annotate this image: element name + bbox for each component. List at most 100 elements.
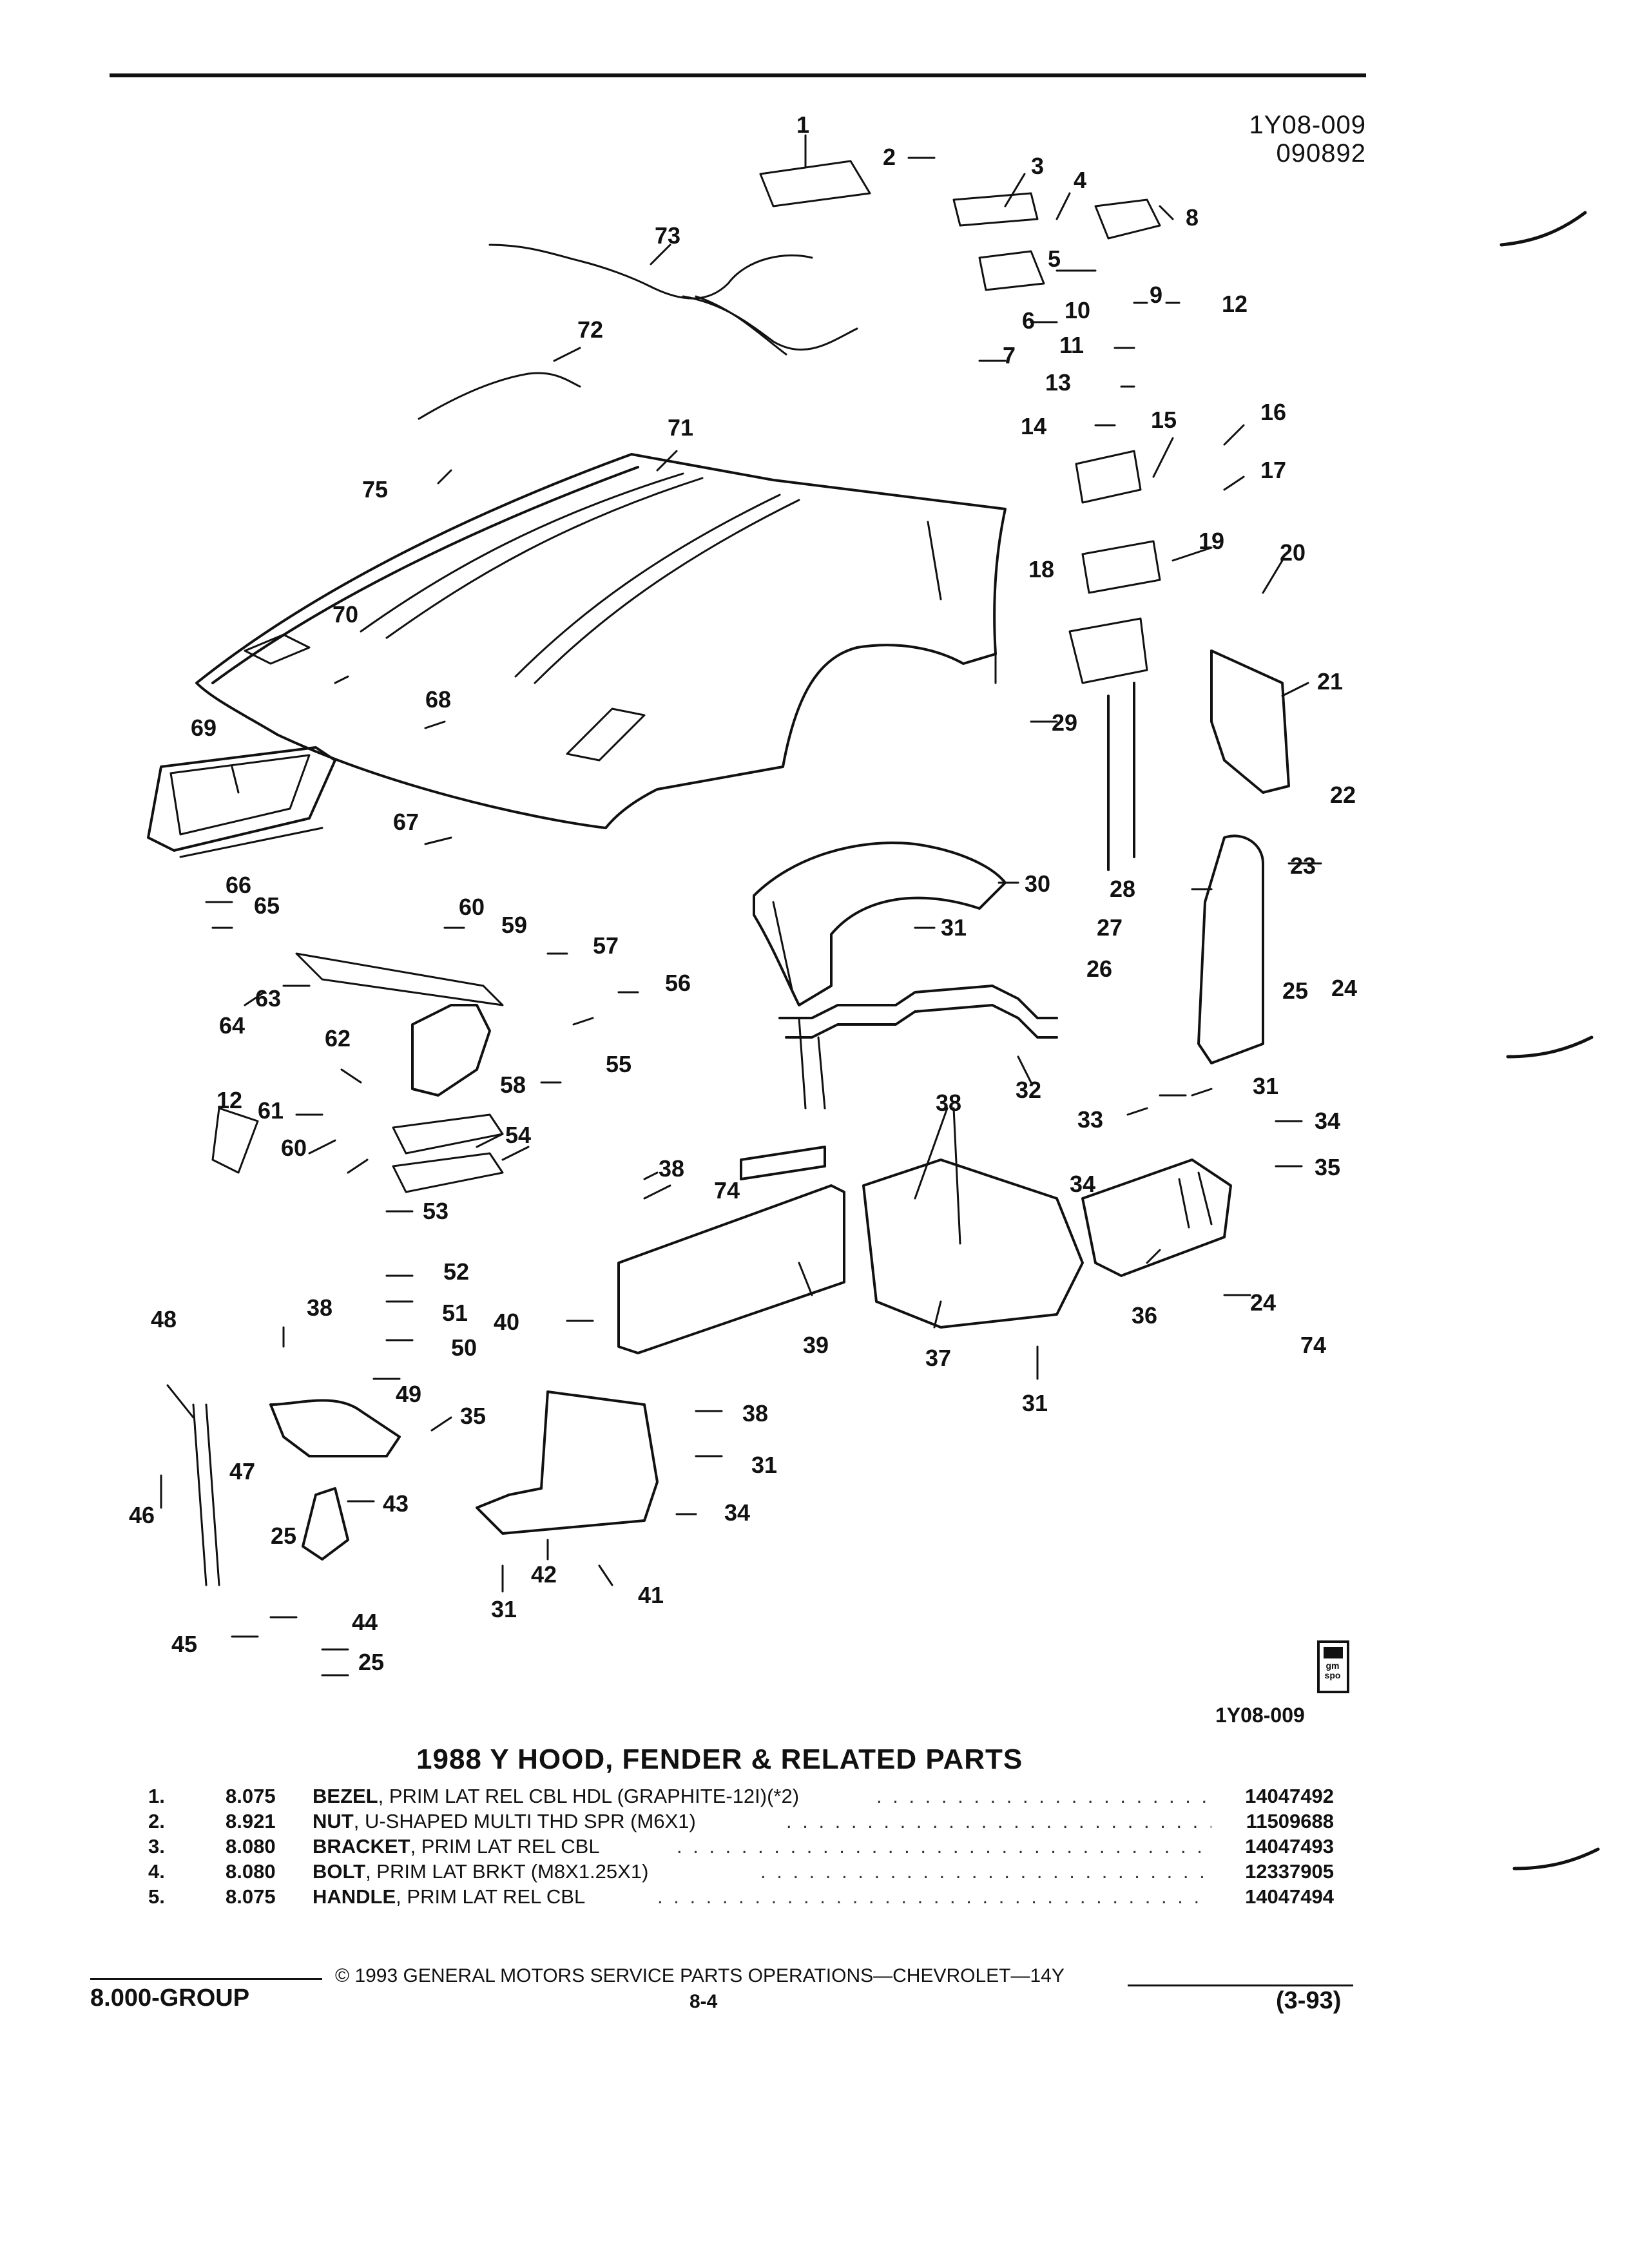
callout-45: 45 xyxy=(171,1631,198,1657)
callout-60: 60 xyxy=(459,894,485,920)
callout-1: 1 xyxy=(796,111,810,138)
part-number: 14047493 xyxy=(1245,1835,1334,1858)
callout-40: 40 xyxy=(494,1309,520,1335)
callout-38-bracket: 38 xyxy=(307,1294,333,1321)
leader-dots: . . . . . . . . . . . . . . . . . . . . … xyxy=(786,1810,1211,1832)
part-description: , PRIM LAT REL CBL xyxy=(396,1885,586,1908)
hood-drawing xyxy=(195,453,1007,829)
callout-2: 2 xyxy=(883,144,896,170)
callout-34: 34 xyxy=(1315,1108,1341,1134)
part-group: 8.075 xyxy=(226,1885,276,1908)
callout-67: 67 xyxy=(393,809,419,835)
callout-48: 48 xyxy=(151,1306,177,1332)
part-number: 14047494 xyxy=(1245,1885,1334,1908)
part-index: 1. xyxy=(148,1785,165,1807)
part-number: 12337905 xyxy=(1245,1860,1334,1883)
top-rule xyxy=(110,73,1366,77)
callout-28: 28 xyxy=(1110,876,1136,902)
parts-row: 4. 8.080 BOLT, PRIM LAT BRKT (M8X1.25X1)… xyxy=(148,1859,1373,1884)
callout-70: 70 xyxy=(333,601,359,628)
part-index: 3. xyxy=(148,1835,165,1858)
gm-spo-logo: gm spo xyxy=(1317,1640,1349,1693)
callout-26: 26 xyxy=(1086,956,1113,982)
callout-75: 75 xyxy=(362,476,389,503)
fender-panels-drawing xyxy=(269,841,1232,1561)
callout-38-shield: 38 xyxy=(742,1400,769,1427)
callout-54: 54 xyxy=(505,1122,532,1148)
callout-69: 69 xyxy=(191,715,217,741)
part-number: 14047492 xyxy=(1245,1785,1334,1807)
part-index: 5. xyxy=(148,1885,165,1908)
part-number: 11509688 xyxy=(1246,1810,1334,1832)
leader-dots: . . . . . . . . . . . . . . . . . . . . … xyxy=(760,1860,1211,1883)
callout-10: 10 xyxy=(1065,297,1091,323)
part-description: , U-SHAPED MULTI THD SPR (M6X1) xyxy=(353,1810,696,1832)
callout-38: 38 xyxy=(936,1090,962,1116)
part-index: 2. xyxy=(148,1810,165,1832)
callout-25-brace: 25 xyxy=(271,1523,297,1549)
parts-list: 1. 8.075 BEZEL, PRIM LAT REL CBL HDL (GR… xyxy=(148,1783,1373,1919)
callout-31-lower: 31 xyxy=(1022,1390,1048,1416)
callout-7: 7 xyxy=(1003,342,1016,369)
windshield-drawing xyxy=(147,746,336,858)
callout-57: 57 xyxy=(593,932,619,959)
callout-12-hinge: 12 xyxy=(217,1087,243,1113)
footer-rule-right xyxy=(1128,1984,1353,1986)
callout-44: 44 xyxy=(352,1609,378,1635)
callout-29: 29 xyxy=(1052,709,1078,736)
callout-18: 18 xyxy=(1028,556,1055,582)
callout-24-apron: 24 xyxy=(1250,1289,1277,1316)
parts-row: 1. 8.075 BEZEL, PRIM LAT REL CBL HDL (GR… xyxy=(148,1783,1373,1809)
revision-label: (3-93) xyxy=(1276,1987,1342,2014)
callout-31-splash: 31 xyxy=(1253,1073,1279,1099)
part-name: BEZEL, PRIM LAT REL CBL HDL (GRAPHITE-12… xyxy=(313,1783,799,1809)
section-title: 1988 Y HOOD, FENDER & RELATED PARTS xyxy=(416,1744,1023,1775)
parts-row: 3. 8.080 BRACKET, PRIM LAT REL CBL . . .… xyxy=(148,1834,1373,1859)
part-group: 8.080 xyxy=(226,1835,276,1858)
callout-73: 73 xyxy=(655,222,681,249)
callout-5: 5 xyxy=(1048,245,1061,272)
callout-43: 43 xyxy=(383,1490,409,1517)
callout-21: 21 xyxy=(1317,668,1344,695)
callout-58: 58 xyxy=(500,1072,526,1098)
callout-25-bottom: 25 xyxy=(358,1649,385,1675)
callout-74: 74 xyxy=(714,1177,740,1204)
callout-59: 59 xyxy=(501,912,528,938)
callout-20: 20 xyxy=(1280,539,1306,566)
callout-19: 19 xyxy=(1199,528,1225,554)
page-number: 8-4 xyxy=(689,1991,718,2012)
leader-dots: . . . . . . . . . . . . . . . . . . . . … xyxy=(876,1785,1211,1807)
callout-17: 17 xyxy=(1260,457,1287,483)
leader-dots: . . . . . . . . . . . . . . . . . . . . … xyxy=(677,1835,1211,1858)
part-name-text: HANDLE xyxy=(313,1885,396,1908)
callout-35-brace: 35 xyxy=(460,1403,487,1429)
part-group: 8.921 xyxy=(226,1810,276,1832)
figure-date: 090892 xyxy=(1276,139,1366,168)
part-description: , PRIM LAT REL CBL xyxy=(410,1835,600,1858)
callout-38-panel: 38 xyxy=(659,1155,685,1182)
figure-header: 1Y08-009 090892 xyxy=(1173,111,1366,168)
callout-25: 25 xyxy=(1282,977,1309,1004)
part-name-text: BEZEL xyxy=(313,1785,378,1807)
part-name: NUT, U-SHAPED MULTI THD SPR (M6X1) xyxy=(313,1809,696,1834)
callout-68: 68 xyxy=(425,686,452,713)
callout-34-rail: 34 xyxy=(1070,1171,1096,1197)
callout-72: 72 xyxy=(577,316,604,343)
callout-37: 37 xyxy=(925,1345,952,1371)
callout-33: 33 xyxy=(1077,1106,1104,1133)
callout-55: 55 xyxy=(606,1051,632,1077)
callout-15: 15 xyxy=(1151,407,1177,433)
callout-34-shield: 34 xyxy=(724,1499,751,1526)
callout-63: 63 xyxy=(255,985,282,1012)
callout-53: 53 xyxy=(423,1198,449,1224)
callout-52: 52 xyxy=(443,1258,470,1285)
part-name-text: BRACKET xyxy=(313,1835,410,1858)
callout-31: 31 xyxy=(941,914,967,941)
pillar-drawing xyxy=(1107,649,1290,1064)
part-name-text: NUT xyxy=(313,1810,354,1832)
callout-61: 61 xyxy=(258,1097,284,1124)
callout-47: 47 xyxy=(229,1458,256,1485)
gm-spo-logo-inner xyxy=(1324,1647,1343,1658)
parts-row: 5. 8.075 HANDLE, PRIM LAT REL CBL . . . … xyxy=(148,1884,1373,1909)
callout-12: 12 xyxy=(1222,291,1248,317)
